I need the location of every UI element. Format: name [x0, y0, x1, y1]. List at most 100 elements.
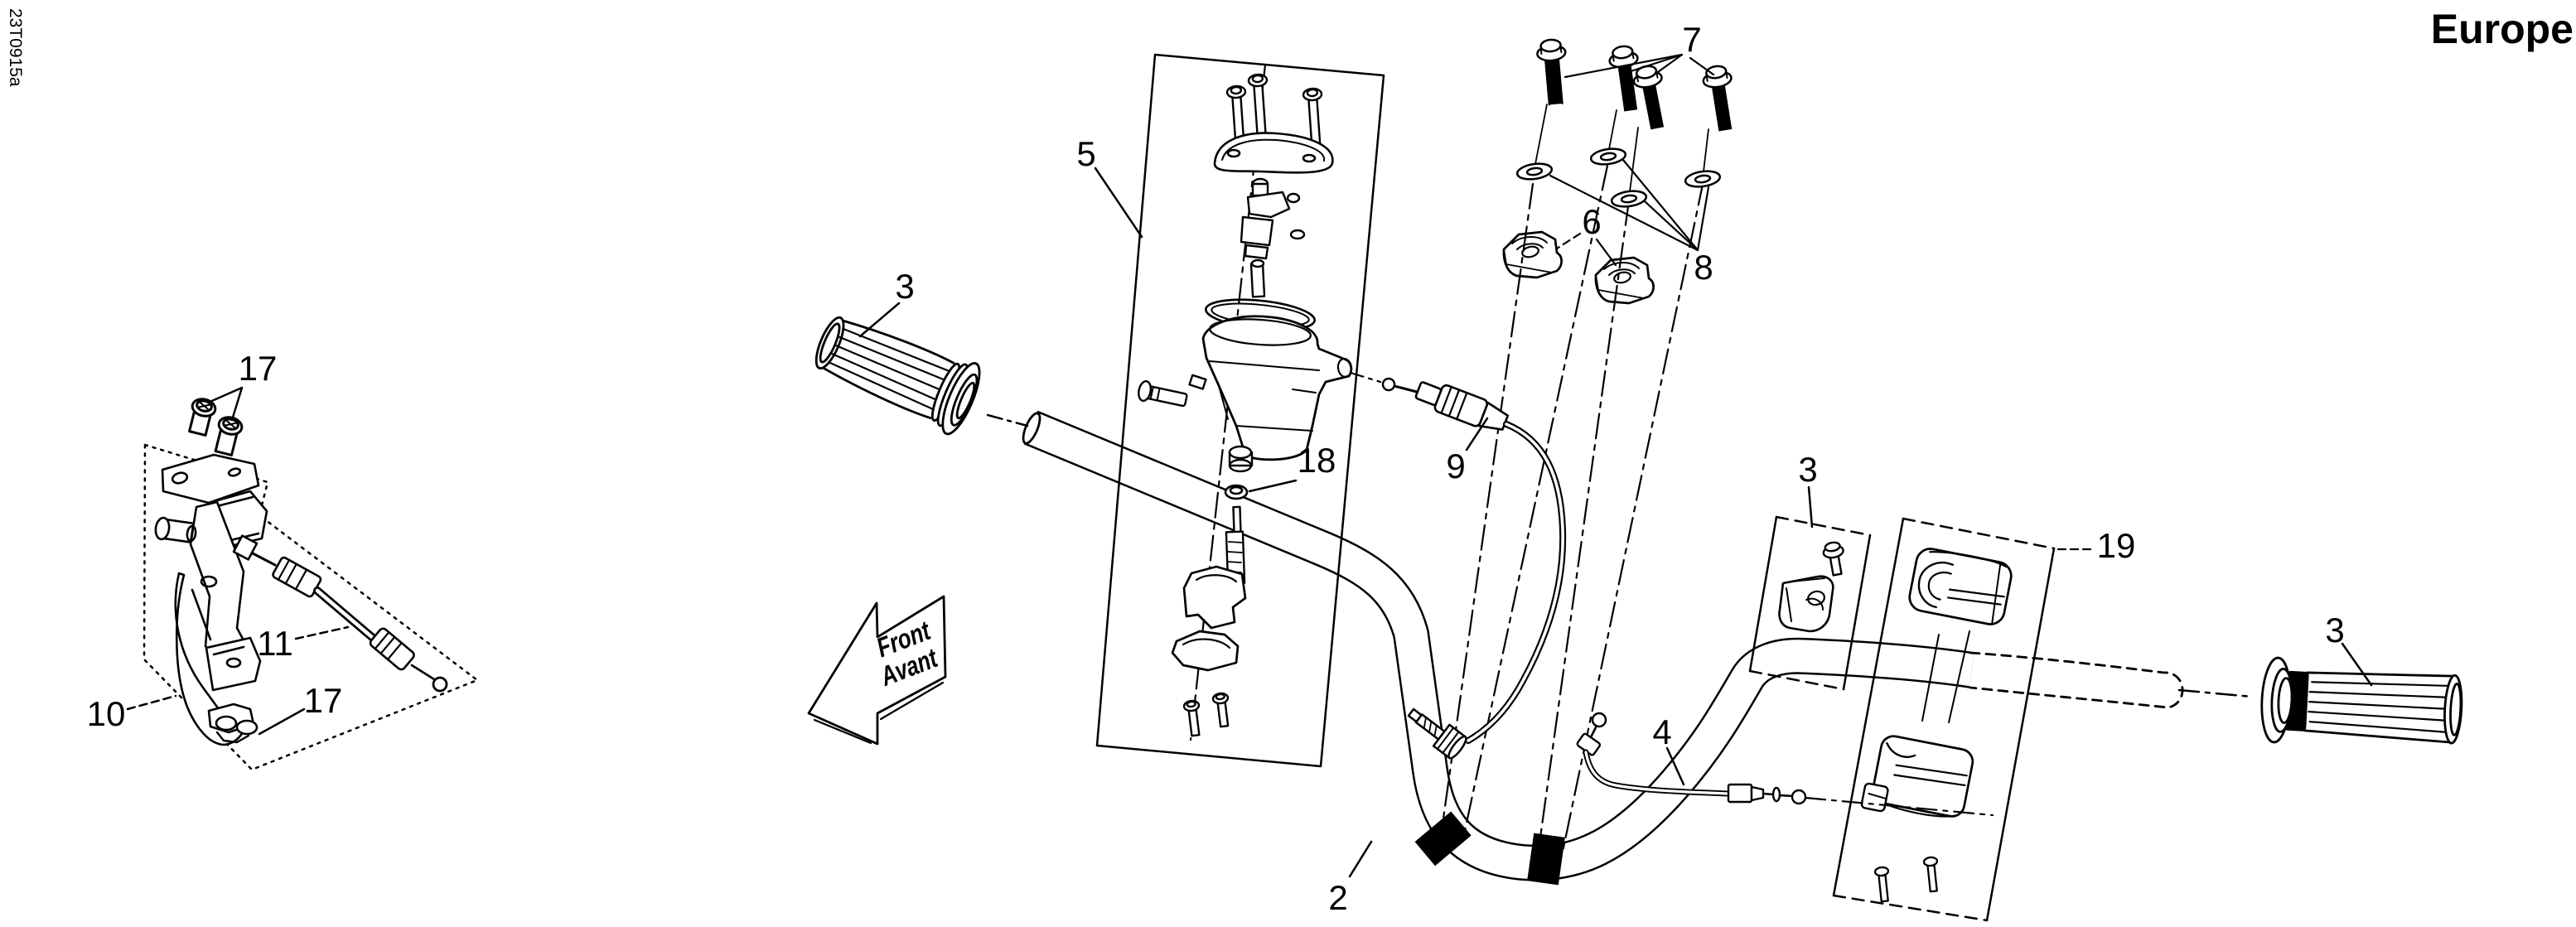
callout-17-top-label: 17 [239, 349, 278, 388]
bolts-7 [1536, 38, 1733, 132]
clamp-bolt [1822, 541, 1844, 577]
callout-10-label: 10 [87, 694, 126, 733]
clamp-box-sides [1748, 515, 1872, 691]
callout-7-label: 7 [1682, 20, 1701, 59]
handlebar-clamp-6a [1502, 230, 1563, 279]
housing-centerline [1189, 63, 1267, 741]
housing-lever-parts [1240, 177, 1306, 260]
bushing-18 [1224, 484, 1249, 500]
callout-17-bottom-label: 17 [304, 681, 343, 720]
idle-cable-4: 4 [1576, 712, 1994, 817]
switch-screws [1873, 856, 1939, 903]
callout-5-label: 5 [1076, 134, 1095, 173]
front-direction-arrow: Front Avant [807, 595, 947, 746]
left-lever-assembly: 17 10 11 17 [87, 349, 479, 771]
callout-5: 5 [1076, 134, 1143, 239]
callout-19: 19 [2054, 526, 2136, 565]
callout-4: 4 [1652, 712, 1685, 786]
lever-clamp [1778, 575, 1834, 633]
lever-clamp-box: 3 [1748, 450, 1872, 691]
switch-housing-assembly: 19 [1832, 517, 2136, 922]
callout-2: 2 [1328, 840, 1373, 917]
cable-4-axis [1804, 796, 1994, 817]
handlebar-hidden-right [1969, 651, 2184, 709]
callout-6-label: 6 [1582, 202, 1601, 241]
housing-body [1201, 315, 1353, 461]
handlebar-tube-fill [1024, 412, 1974, 880]
callout-3-mid-label: 3 [1798, 450, 1817, 489]
callout-11-label: 11 [257, 624, 293, 663]
callout-2-label: 2 [1328, 878, 1347, 917]
callout-3-left: 3 [858, 267, 915, 338]
screw-17a [188, 398, 217, 437]
bolt-7d [1702, 65, 1733, 132]
callout-3-mid: 3 [1798, 450, 1818, 529]
clamp-screws [1182, 692, 1230, 737]
callout-8-label: 8 [1694, 248, 1713, 287]
callout-8: 8 [1549, 158, 1713, 287]
callout-7: 7 [1563, 20, 1715, 79]
doc-code: 23T0915a [6, 8, 25, 87]
throttle-shaft-upper [1249, 258, 1266, 298]
bolt-7c [1632, 65, 1665, 130]
throttle-housing-assembly: 5 18 [1076, 53, 1385, 768]
callout-19-label: 19 [2097, 526, 2136, 565]
bolt-7a [1536, 38, 1567, 106]
housing-side-screw [1138, 374, 1207, 408]
callout-4-label: 4 [1652, 712, 1671, 751]
throttle-cable-9: 9 [1349, 371, 1567, 760]
bar-clamp-halves [1171, 565, 1247, 672]
cable-9-curve-fill [1467, 422, 1564, 742]
callout-3-left-label: 3 [895, 267, 914, 306]
callout-17-bottom: 17 [258, 681, 343, 736]
callout-3-right-label: 3 [2325, 611, 2344, 649]
callout-2-leader [1348, 840, 1373, 878]
cable-9-end-fitting [1407, 707, 1467, 760]
housing-box [1095, 53, 1385, 768]
cable-9-rod [1393, 384, 1418, 393]
switch-box-ends [1832, 517, 2056, 922]
cable-9-ball [1381, 377, 1396, 392]
bolt-washer-links [1534, 104, 1709, 192]
handlebar-knurl-band-1 [1414, 811, 1472, 867]
switch-housing-lower [1860, 735, 1974, 818]
cable-9-axis [1349, 371, 1382, 384]
bracket-side-pin [154, 516, 197, 543]
front-arrow-shadow [813, 681, 945, 745]
switch-housing-upper [1908, 548, 2013, 625]
housing-cap [1228, 445, 1254, 473]
screw-17b [214, 416, 244, 456]
lever-bracket [154, 453, 268, 746]
throttle-shaft-lower [1225, 505, 1246, 585]
handlebar-knurl-band-2 [1527, 833, 1565, 886]
screws-17-bottom [207, 702, 259, 744]
callout-18-label: 18 [1298, 441, 1336, 480]
callout-18: 18 [1248, 441, 1336, 493]
throttle-cable-11 [232, 534, 448, 693]
bolt-7b [1608, 45, 1639, 112]
washers-8 [1515, 147, 1722, 208]
cable-4-end [1727, 783, 1807, 805]
clamp-box-ends [1748, 515, 1872, 691]
callout-9-label: 9 [1446, 447, 1465, 485]
cable-4-ball-left [1591, 712, 1607, 728]
front-arrow-shape [807, 595, 947, 746]
left-grip [814, 316, 981, 436]
handlebar-axis-left-grip [986, 413, 1029, 427]
page-title: Europe [2431, 6, 2574, 52]
handlebar-axis-right-grip [2177, 688, 2254, 698]
callout-3-right: 3 [2325, 611, 2373, 687]
cable-9-adjuster [1414, 381, 1510, 431]
housing-cover-plate [1213, 132, 1334, 174]
cable-4-curve-fill [1584, 751, 1730, 795]
callout-10: 10 [87, 694, 177, 733]
callout-11: 11 [257, 624, 350, 663]
cable-4-rod-left [1589, 724, 1598, 739]
switch-half-links [1921, 630, 1970, 723]
handlebar [986, 410, 2254, 886]
handlebar-clamp-6b [1594, 256, 1655, 305]
switch-box-sides [1832, 517, 2056, 922]
callout-9: 9 [1446, 417, 1489, 485]
